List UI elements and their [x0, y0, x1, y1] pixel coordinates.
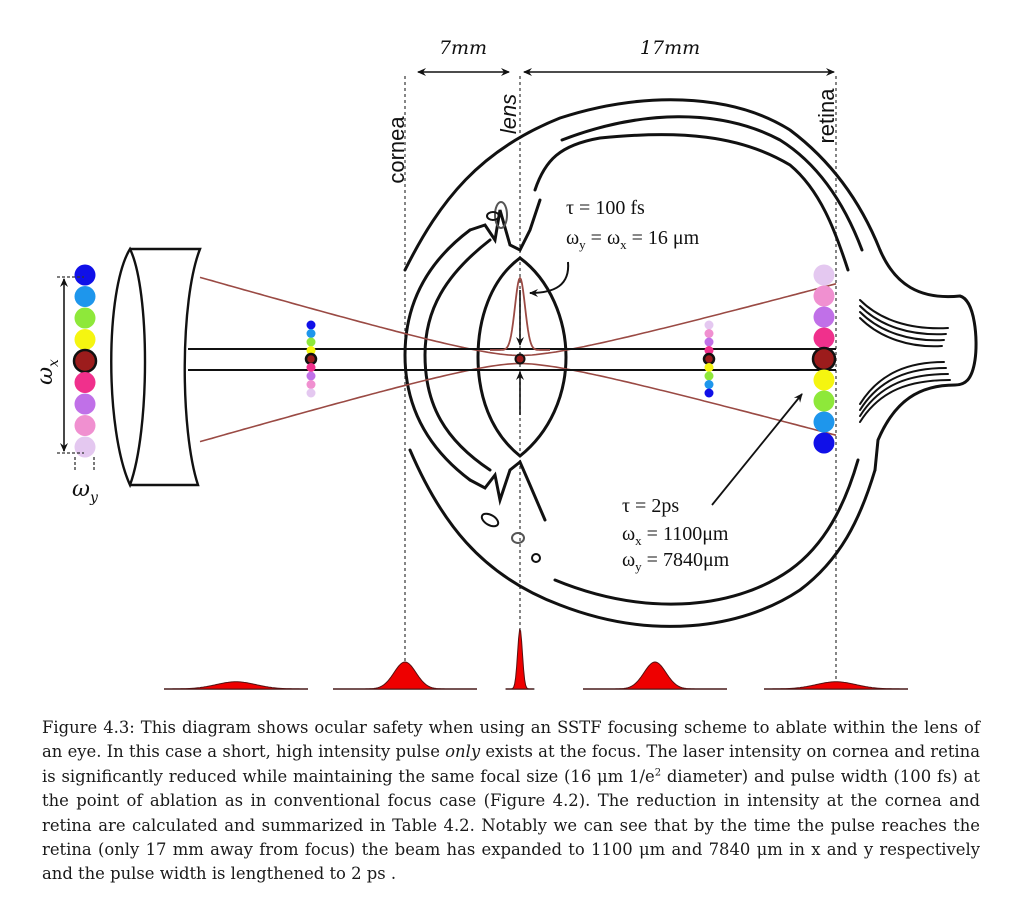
spectral-spot: [813, 327, 835, 349]
wy-dimension: ωy: [72, 457, 99, 506]
sstf-eye-diagram: 7mm 17mm cornea lens retina: [33, 37, 978, 690]
pulse-shape: [583, 661, 727, 690]
spectral-spot: [74, 393, 96, 415]
focus-waist: ωy = ωx = 16 μm: [566, 227, 700, 252]
focus-annotation: τ = 100 fs ωy = ωx = 16 μm: [566, 197, 700, 252]
pre-focus-spots: [304, 320, 318, 398]
spectral-spot: [306, 388, 316, 398]
dimension-7mm: 7mm: [417, 37, 510, 76]
figure-caption: Figure 4.3: This diagram shows ocular sa…: [42, 716, 980, 887]
spectral-spot: [813, 264, 835, 286]
retina-annotation-pointer: [711, 393, 803, 506]
spectral-spot: [704, 380, 714, 389]
spectral-spot: [306, 371, 316, 381]
caption-emphasis: only: [445, 742, 481, 762]
spectral-spot: [704, 346, 714, 355]
beam-envelope-lower: [199, 362, 837, 443]
spectral-spot: [74, 436, 96, 458]
pulse-profile-before-cornea: [164, 681, 308, 690]
pulse-profile-lens-focus: [505, 628, 535, 690]
wx-label: ωx: [33, 359, 62, 385]
retina-spots: [811, 264, 837, 454]
cornea-label: cornea: [384, 116, 409, 184]
retina-tau: τ = 2ps: [622, 495, 679, 517]
spectral-spot: [306, 346, 316, 355]
focus-tau: τ = 100 fs: [566, 197, 645, 219]
spectral-spot: [306, 320, 316, 330]
dimension-17mm: 17mm: [523, 37, 835, 76]
retina-wx: ωx = 1100μm: [622, 523, 729, 548]
spectral-spot: [813, 390, 835, 412]
spectral-spot: [74, 307, 96, 329]
spectral-spot: [74, 264, 96, 286]
pulse-shape: [164, 681, 308, 690]
wy-label: ωy: [72, 477, 99, 506]
dimension-17mm-label: 17mm: [640, 37, 700, 59]
pulse-profile-retina: [764, 681, 908, 690]
eye-outline: [403, 98, 978, 628]
pulse-profile-cornea: [333, 661, 477, 690]
spectral-spot: [74, 286, 96, 307]
lens-label: lens: [496, 94, 521, 134]
spectral-spots: [72, 264, 837, 458]
caption-text-1: This diagram shows ocular safety when us…: [42, 718, 980, 762]
focusing-lens: [110, 246, 202, 489]
spectral-spot: [74, 329, 96, 350]
caption-text-3: diameter) and pulse width (100 fs) at th…: [42, 766, 980, 884]
pulse-profiles: [164, 628, 908, 690]
focal-point: [514, 353, 526, 365]
spectral-spot: [813, 306, 835, 328]
beam-lines: [188, 348, 836, 371]
spectral-spot: [813, 369, 835, 391]
spectral-spot: [74, 415, 96, 436]
input-beam-spots: [72, 264, 98, 458]
spectral-spot: [306, 337, 316, 347]
retina-annotation: τ = 2ps ωx = 1100μm ωy = 7840μm: [622, 495, 730, 574]
wx-dimension: ωx: [33, 276, 84, 454]
spectral-spot: [813, 411, 835, 433]
spectral-spot: [74, 372, 96, 393]
post-focus-spots: [702, 320, 716, 398]
dimension-7mm-label: 7mm: [439, 37, 487, 59]
spectral-spot: [813, 285, 835, 307]
spectral-spot: [306, 363, 316, 372]
spectral-spot: [306, 380, 316, 389]
caption-label: Figure 4.3:: [42, 718, 135, 737]
retina-wy: ωy = 7840μm: [622, 549, 730, 574]
pulse-shape: [764, 681, 908, 690]
caption-superscript: 2: [654, 767, 662, 779]
pulse-shape: [505, 628, 534, 690]
spectral-spot: [306, 329, 316, 338]
pulse-shape: [333, 661, 477, 690]
center-wavelength-spot: [702, 352, 716, 366]
focus-pulse-curve: [490, 276, 550, 351]
center-wavelength-spot: [72, 348, 98, 374]
spectral-spot: [704, 388, 714, 398]
caption-text-2: exists at the focus. The laser intensity…: [42, 742, 980, 786]
pulse-profile-between-lens-retina: [583, 661, 727, 690]
center-wavelength-spot: [811, 346, 837, 372]
center-wavelength-spot: [304, 352, 318, 366]
spectral-spot: [704, 329, 714, 338]
spectral-spot: [704, 337, 714, 347]
spectral-spot: [704, 363, 714, 372]
spectral-spot: [704, 371, 714, 381]
focus-annotation-pointer: [529, 261, 570, 297]
spectral-spot: [704, 320, 714, 330]
retina-label: retina: [814, 88, 839, 144]
spectral-spot: [813, 432, 835, 454]
